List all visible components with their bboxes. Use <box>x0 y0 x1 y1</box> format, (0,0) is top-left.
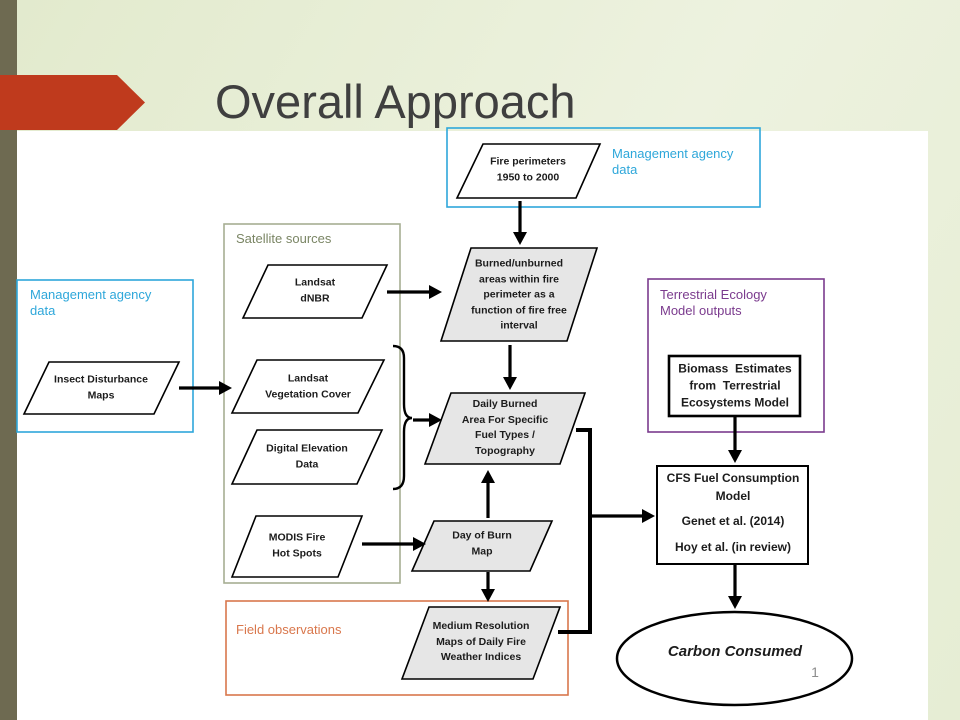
group-box-satellite-sources <box>223 223 401 584</box>
group-label-field-observations: Field observations <box>236 622 342 637</box>
curly-brace <box>392 344 413 491</box>
node-text-digital-elevation: Digital Elevation Data <box>266 442 348 471</box>
node-text-day-of-burn: Day of Burn Map <box>452 529 512 558</box>
node-landsat-vegetation <box>230 359 386 414</box>
node-digital-elevation <box>230 429 384 485</box>
node-carbon-consumed <box>615 610 854 707</box>
node-text-landsat-vegetation: Landsat Vegetation Cover <box>265 372 351 401</box>
node-text-carbon-consumed: Carbon Consumed <box>667 643 803 660</box>
slide-side-bar <box>0 0 17 720</box>
node-text-fire-perimeters: Fire perimeters 1950 to 2000 <box>490 155 566 184</box>
node-medium-resolution <box>400 606 562 680</box>
node-text-daily-burned: Daily Burned Area For Specific Fuel Type… <box>461 398 549 457</box>
slide-title: Overall Approach <box>215 75 576 128</box>
node-text-medium-resolution: Medium Resolution Maps of Daily Fire Wea… <box>432 619 530 663</box>
node-cfs-fuel-consumption <box>656 465 809 565</box>
bracket-connector <box>558 428 592 634</box>
node-landsat-dnbr <box>241 264 389 319</box>
node-burned-unburned <box>439 247 599 342</box>
node-daily-burned <box>423 392 587 465</box>
group-box-management-agency-top <box>446 127 761 208</box>
node-biomass-estimates <box>667 354 802 418</box>
node-text-burned-unburned: Burned/unburned areas within fire perime… <box>471 257 567 332</box>
node-text-cfs-title: CFS Fuel Consumption Model <box>666 471 800 503</box>
node-text-insect-disturbance: Insect Disturbance Maps <box>54 373 148 402</box>
group-label-management-agency-left: Management agency data <box>30 287 152 318</box>
node-text-biomass-estimates: Biomass Estimates from Terrestrial Ecosy… <box>678 361 792 410</box>
node-insect-disturbance <box>22 361 181 415</box>
node-text-landsat-dnbr: Landsat dNBR <box>294 276 336 305</box>
group-label-terrestrial-ecology: Terrestrial Ecology Model outputs <box>660 287 767 318</box>
group-box-management-agency-left <box>16 279 194 433</box>
node-fire-perimeters <box>455 143 602 199</box>
title-accent-arrow <box>0 75 145 130</box>
group-label-satellite-sources: Satellite sources <box>236 231 332 246</box>
node-day-of-burn <box>410 520 554 572</box>
node-text-cfs-reference-1: Genet et al. (2014) <box>681 514 785 528</box>
group-label-management-agency-top: Management agency data <box>612 146 734 177</box>
page-number: 1 <box>811 664 819 680</box>
node-modis <box>230 515 364 578</box>
group-box-field-observations <box>225 600 569 696</box>
node-text-cfs-reference-2: Hoy et al. (in review) <box>674 540 792 554</box>
node-text-modis: MODIS Fire Hot Spots <box>268 531 326 560</box>
